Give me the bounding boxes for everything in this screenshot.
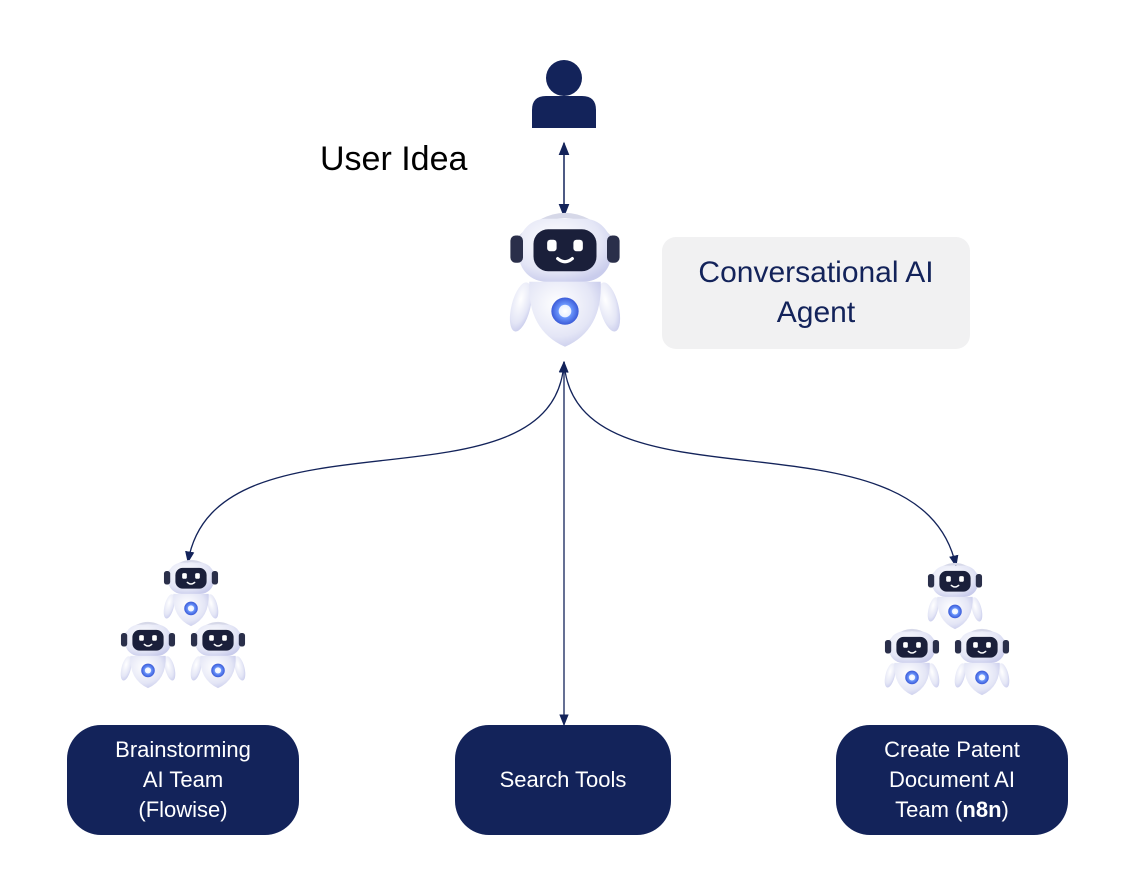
agent-label: Conversational AI Agent <box>698 253 933 333</box>
agent-label-box: Conversational AI Agent <box>662 237 970 349</box>
agent-label-line2: Agent <box>776 296 856 329</box>
brainstorming-line2: AI Team <box>142 767 224 792</box>
robot-icon <box>187 621 249 690</box>
robot-icon <box>924 562 986 631</box>
agent-label-line1: Conversational AI <box>698 256 934 289</box>
user-icon <box>532 60 596 128</box>
arrow-agent-brainstorming <box>185 360 569 564</box>
patent-team-node: Create Patent Document AI Team (n8n) <box>836 725 1068 835</box>
brainstorming-team-node: Brainstorming AI Team (Flowise) <box>67 725 299 835</box>
patent-line3-suffix: ) <box>1001 797 1009 822</box>
patent-line2: Document AI <box>889 767 1015 792</box>
brainstorming-team-robots <box>117 559 249 690</box>
search-tools-node: Search Tools <box>455 725 671 835</box>
user-idea-label: User Idea <box>320 140 468 178</box>
search-tools-label: Search Tools <box>499 767 627 792</box>
agent-robot-icon <box>506 216 625 347</box>
patent-line3-bold: n8n <box>962 797 1002 822</box>
patent-team-robots <box>881 562 1013 697</box>
patent-line3: Team (n8n) <box>884 795 1020 825</box>
brainstorming-line3: (Flowise) <box>138 797 228 822</box>
patent-line1: Create Patent <box>884 737 1020 762</box>
brainstorming-line1: Brainstorming <box>115 737 251 762</box>
robot-icon <box>117 621 179 690</box>
robot-icon <box>951 628 1013 697</box>
arrow-agent-patent <box>563 361 959 568</box>
patent-line3-prefix: Team ( <box>895 797 963 822</box>
robot-icon <box>160 559 222 628</box>
robot-icon <box>881 628 943 697</box>
